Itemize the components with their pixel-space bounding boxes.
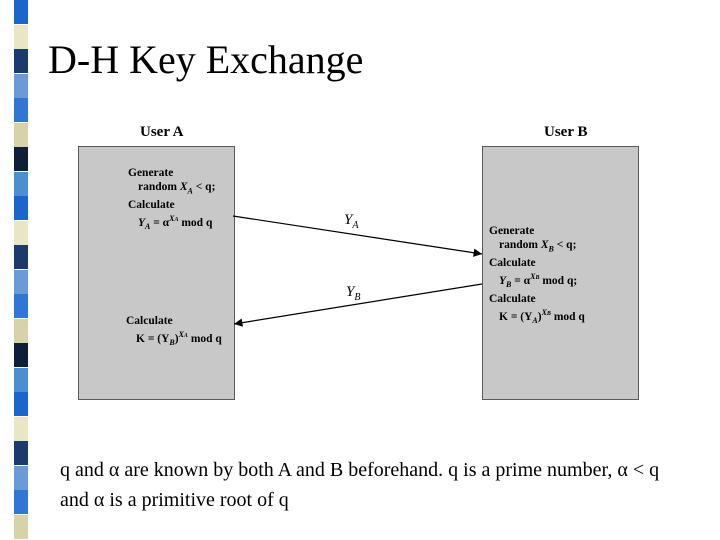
footnote-text: q and α are known by both A and B before…: [60, 459, 660, 511]
edge-block: [14, 294, 28, 318]
edge-block: [14, 441, 28, 465]
edge-decoration: [0, 0, 28, 540]
user-b-y-formula: YB = αXB mod q;: [499, 272, 578, 290]
user-b-generate: Generate: [489, 225, 535, 237]
user-b-steps: Generate random XB < q; Calculate YB = α…: [489, 224, 585, 329]
edge-block: [14, 318, 28, 343]
user-b-k-formula: K = (YA)XB mod q: [499, 308, 585, 326]
message-a-to-b-label: YA: [344, 212, 359, 231]
edge-block: [14, 73, 28, 98]
edge-block: [14, 392, 28, 416]
edge-block: [14, 122, 28, 147]
edge-block: [14, 24, 28, 49]
edge-block: [14, 465, 28, 490]
arrow-b-to-a: [233, 283, 483, 327]
user-a-calculate-key: Calculate: [126, 315, 173, 327]
user-a-random: random XA < q;: [138, 181, 216, 196]
edge-block: [14, 367, 28, 392]
edge-block: [14, 196, 28, 220]
edge-block: [14, 514, 28, 539]
edge-block: [14, 98, 28, 122]
message-b-to-a-label: YB: [346, 284, 361, 303]
user-b-random: random XB < q;: [499, 239, 577, 254]
user-b-label: User B: [544, 124, 588, 140]
user-b-box: [482, 146, 639, 400]
user-a-y-formula: YA = αXA mod q: [138, 214, 213, 232]
user-a-label: User A: [140, 124, 184, 140]
edge-block: [14, 147, 28, 171]
edge-block: [14, 416, 28, 441]
edge-block: [14, 343, 28, 367]
user-b-calculate: Calculate: [489, 257, 536, 270]
user-a-calculate: Calculate: [128, 199, 175, 212]
edge-block: [14, 220, 28, 245]
arrow-a-to-b: [232, 215, 483, 257]
edge-block: [14, 490, 28, 514]
edge-block: [14, 245, 28, 269]
edge-block: [14, 171, 28, 196]
edge-block: [14, 49, 28, 73]
slide-title: D-H Key Exchange: [48, 37, 364, 82]
user-b-calculate-key: Calculate: [489, 293, 536, 306]
edge-block: [14, 269, 28, 294]
edge-block: [14, 0, 28, 24]
user-a-generate: Generate: [128, 167, 174, 179]
user-a-k-formula: K = (YB)XA mod q: [136, 330, 222, 348]
user-a-box: [78, 146, 235, 400]
user-a-key-steps: Calculate K = (YB)XA mod q: [126, 314, 222, 350]
user-a-steps: Generate random XA < q; Calculate YA = α…: [128, 166, 215, 234]
